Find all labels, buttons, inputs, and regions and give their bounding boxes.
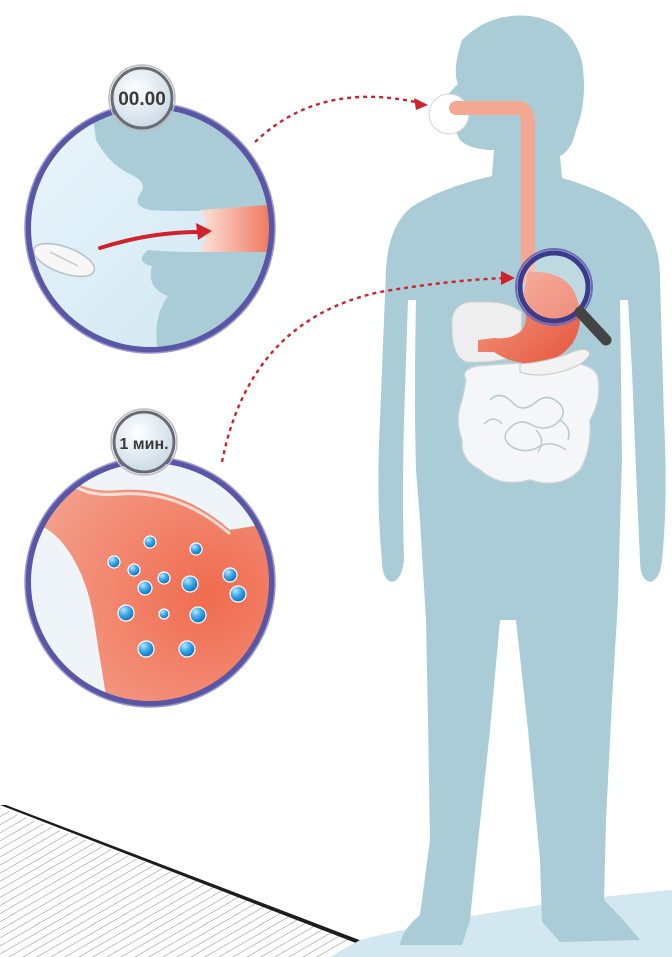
particle-bubble [108,556,120,568]
arrow-to-mouth [255,97,420,142]
dissolve-time-label: 1 мин. [119,436,168,453]
particle-bubble [190,543,202,555]
particle-bubble [144,536,156,548]
particle-bubble [179,641,195,657]
particle-bubble [159,609,169,619]
swallow-inset [25,103,280,360]
particle-bubble [190,607,206,623]
swallow-time-badge: 00.00 [109,65,175,131]
dissolve-inset [20,457,290,720]
particle-bubble [158,572,170,584]
particle-bubble [223,568,237,582]
particle-bubble [128,564,140,576]
dissolve-time-badge: 1 мин. [111,409,177,475]
particle-bubble [138,581,152,595]
arrow-to-mouth-head [414,98,428,110]
intestines [458,362,599,483]
particle-bubble [182,576,198,592]
swallow-time-label: 00.00 [118,89,166,110]
particle-bubble [230,586,246,602]
particle-bubble [138,641,154,657]
particle-bubble [118,605,134,621]
